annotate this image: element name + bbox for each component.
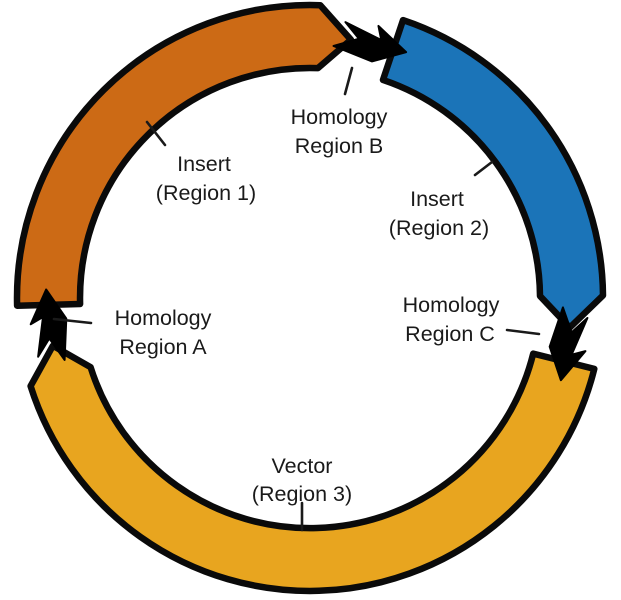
insert-region-2-label-line1: Insert	[410, 187, 464, 211]
homology-region-b-label-line1: Homology	[291, 105, 388, 129]
vector-region-3-label: Vector (Region 3)	[252, 454, 352, 506]
homology-region-c-label-line1: Homology	[403, 293, 500, 317]
homology-region-a-arrow-icon	[29, 288, 68, 361]
vector-region-3-arc	[27, 342, 598, 595]
insert-region-2-arc	[379, 16, 607, 331]
insert-region-1-leader-line	[145, 120, 167, 147]
vector-region-3-label-line1: Vector	[272, 454, 333, 478]
homology-region-a-leader-line	[52, 317, 93, 325]
homology-region-b-arrow-icon	[332, 21, 408, 63]
homology-region-a-label-line1: Homology	[115, 306, 212, 330]
insert-region-2-leader-line	[473, 160, 494, 177]
insert-region-1-label: Insert (Region 1)	[156, 152, 256, 205]
insert-region-1-arc	[13, 1, 355, 309]
homology-region-c-arrow-icon	[548, 306, 589, 382]
homology-region-a-label-line2: Region A	[119, 335, 207, 359]
insert-region-2-label: Insert (Region 2)	[389, 187, 489, 240]
homology-region-b-label-line2: Region B	[295, 134, 383, 158]
vector-region-3-label-line2: (Region 3)	[252, 482, 352, 506]
homology-region-c-leader-line	[505, 328, 541, 336]
insert-region-2-label-line2: (Region 2)	[389, 216, 489, 240]
insert-region-1-label-line2: (Region 1)	[156, 181, 256, 205]
homology-region-c-label-line2: Region C	[405, 322, 495, 346]
homology-region-b-leader-line	[343, 66, 354, 96]
homology-region-a-label: Homology Region A	[115, 306, 212, 359]
insert-region-1-label-line1: Insert	[177, 152, 231, 176]
homology-region-b-label: Homology Region B	[291, 105, 388, 158]
homology-region-c-label: Homology Region C	[403, 293, 500, 346]
